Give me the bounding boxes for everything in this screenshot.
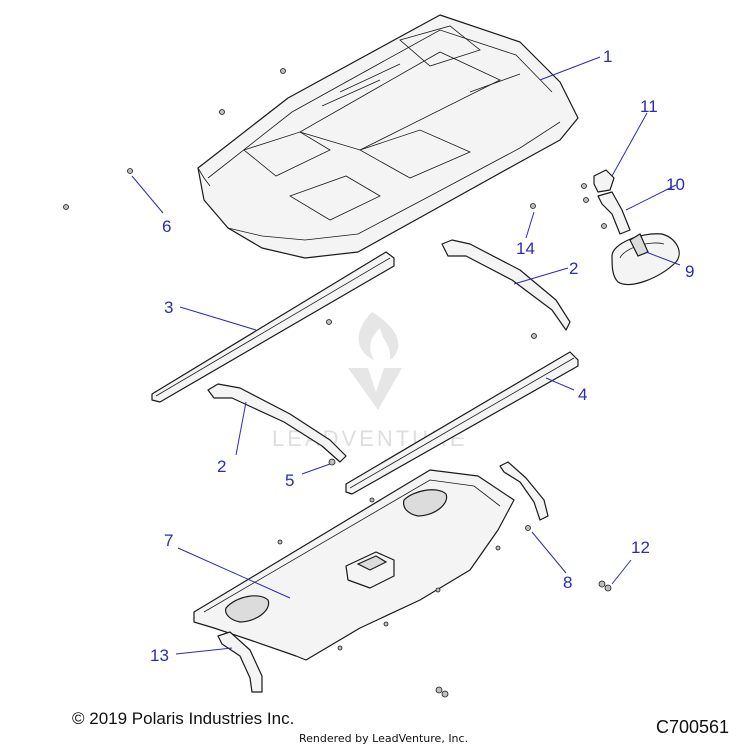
callouts: 1 2 2 3 4 5 6 7 8 9 10 11 12 13 14	[150, 47, 694, 665]
callout-2-upper[interactable]: 2	[569, 259, 578, 278]
callout-7[interactable]: 7	[164, 531, 173, 550]
diagram-code: C700561	[656, 717, 730, 737]
bracket-part[interactable]	[597, 191, 631, 235]
roof-part[interactable]	[197, 14, 579, 259]
callout-14[interactable]: 14	[516, 239, 535, 258]
rendered-by-text: Rendered by LeadVenture, Inc.	[299, 732, 469, 745]
fasteners	[63, 68, 612, 698]
callout-13[interactable]: 13	[150, 646, 169, 665]
mount-part[interactable]	[593, 169, 615, 193]
left-rail-part[interactable]	[151, 251, 395, 403]
callout-9[interactable]: 9	[685, 262, 694, 281]
callout-4[interactable]: 4	[578, 385, 587, 404]
callout-6[interactable]: 6	[162, 217, 171, 236]
callout-2-lower[interactable]: 2	[217, 457, 226, 476]
callout-8[interactable]: 8	[563, 573, 572, 592]
callout-3[interactable]: 3	[164, 298, 173, 317]
callout-1[interactable]: 1	[603, 47, 612, 66]
headliner-part[interactable]	[193, 469, 515, 661]
seal-right-part[interactable]	[499, 461, 549, 521]
callout-10[interactable]: 10	[666, 175, 685, 194]
trim-lower-part[interactable]	[207, 383, 347, 463]
right-rail-part[interactable]	[345, 351, 579, 495]
copyright-text: © 2019 Polaris Industries Inc.	[72, 709, 295, 728]
trim-upper-part[interactable]	[441, 239, 571, 331]
callout-12[interactable]: 12	[631, 538, 650, 557]
callout-11[interactable]: 11	[640, 97, 658, 116]
leader-lines	[131, 56, 681, 655]
seal-left-part[interactable]	[217, 631, 263, 693]
callout-5[interactable]: 5	[285, 471, 294, 490]
mirror-part[interactable]	[611, 233, 680, 286]
